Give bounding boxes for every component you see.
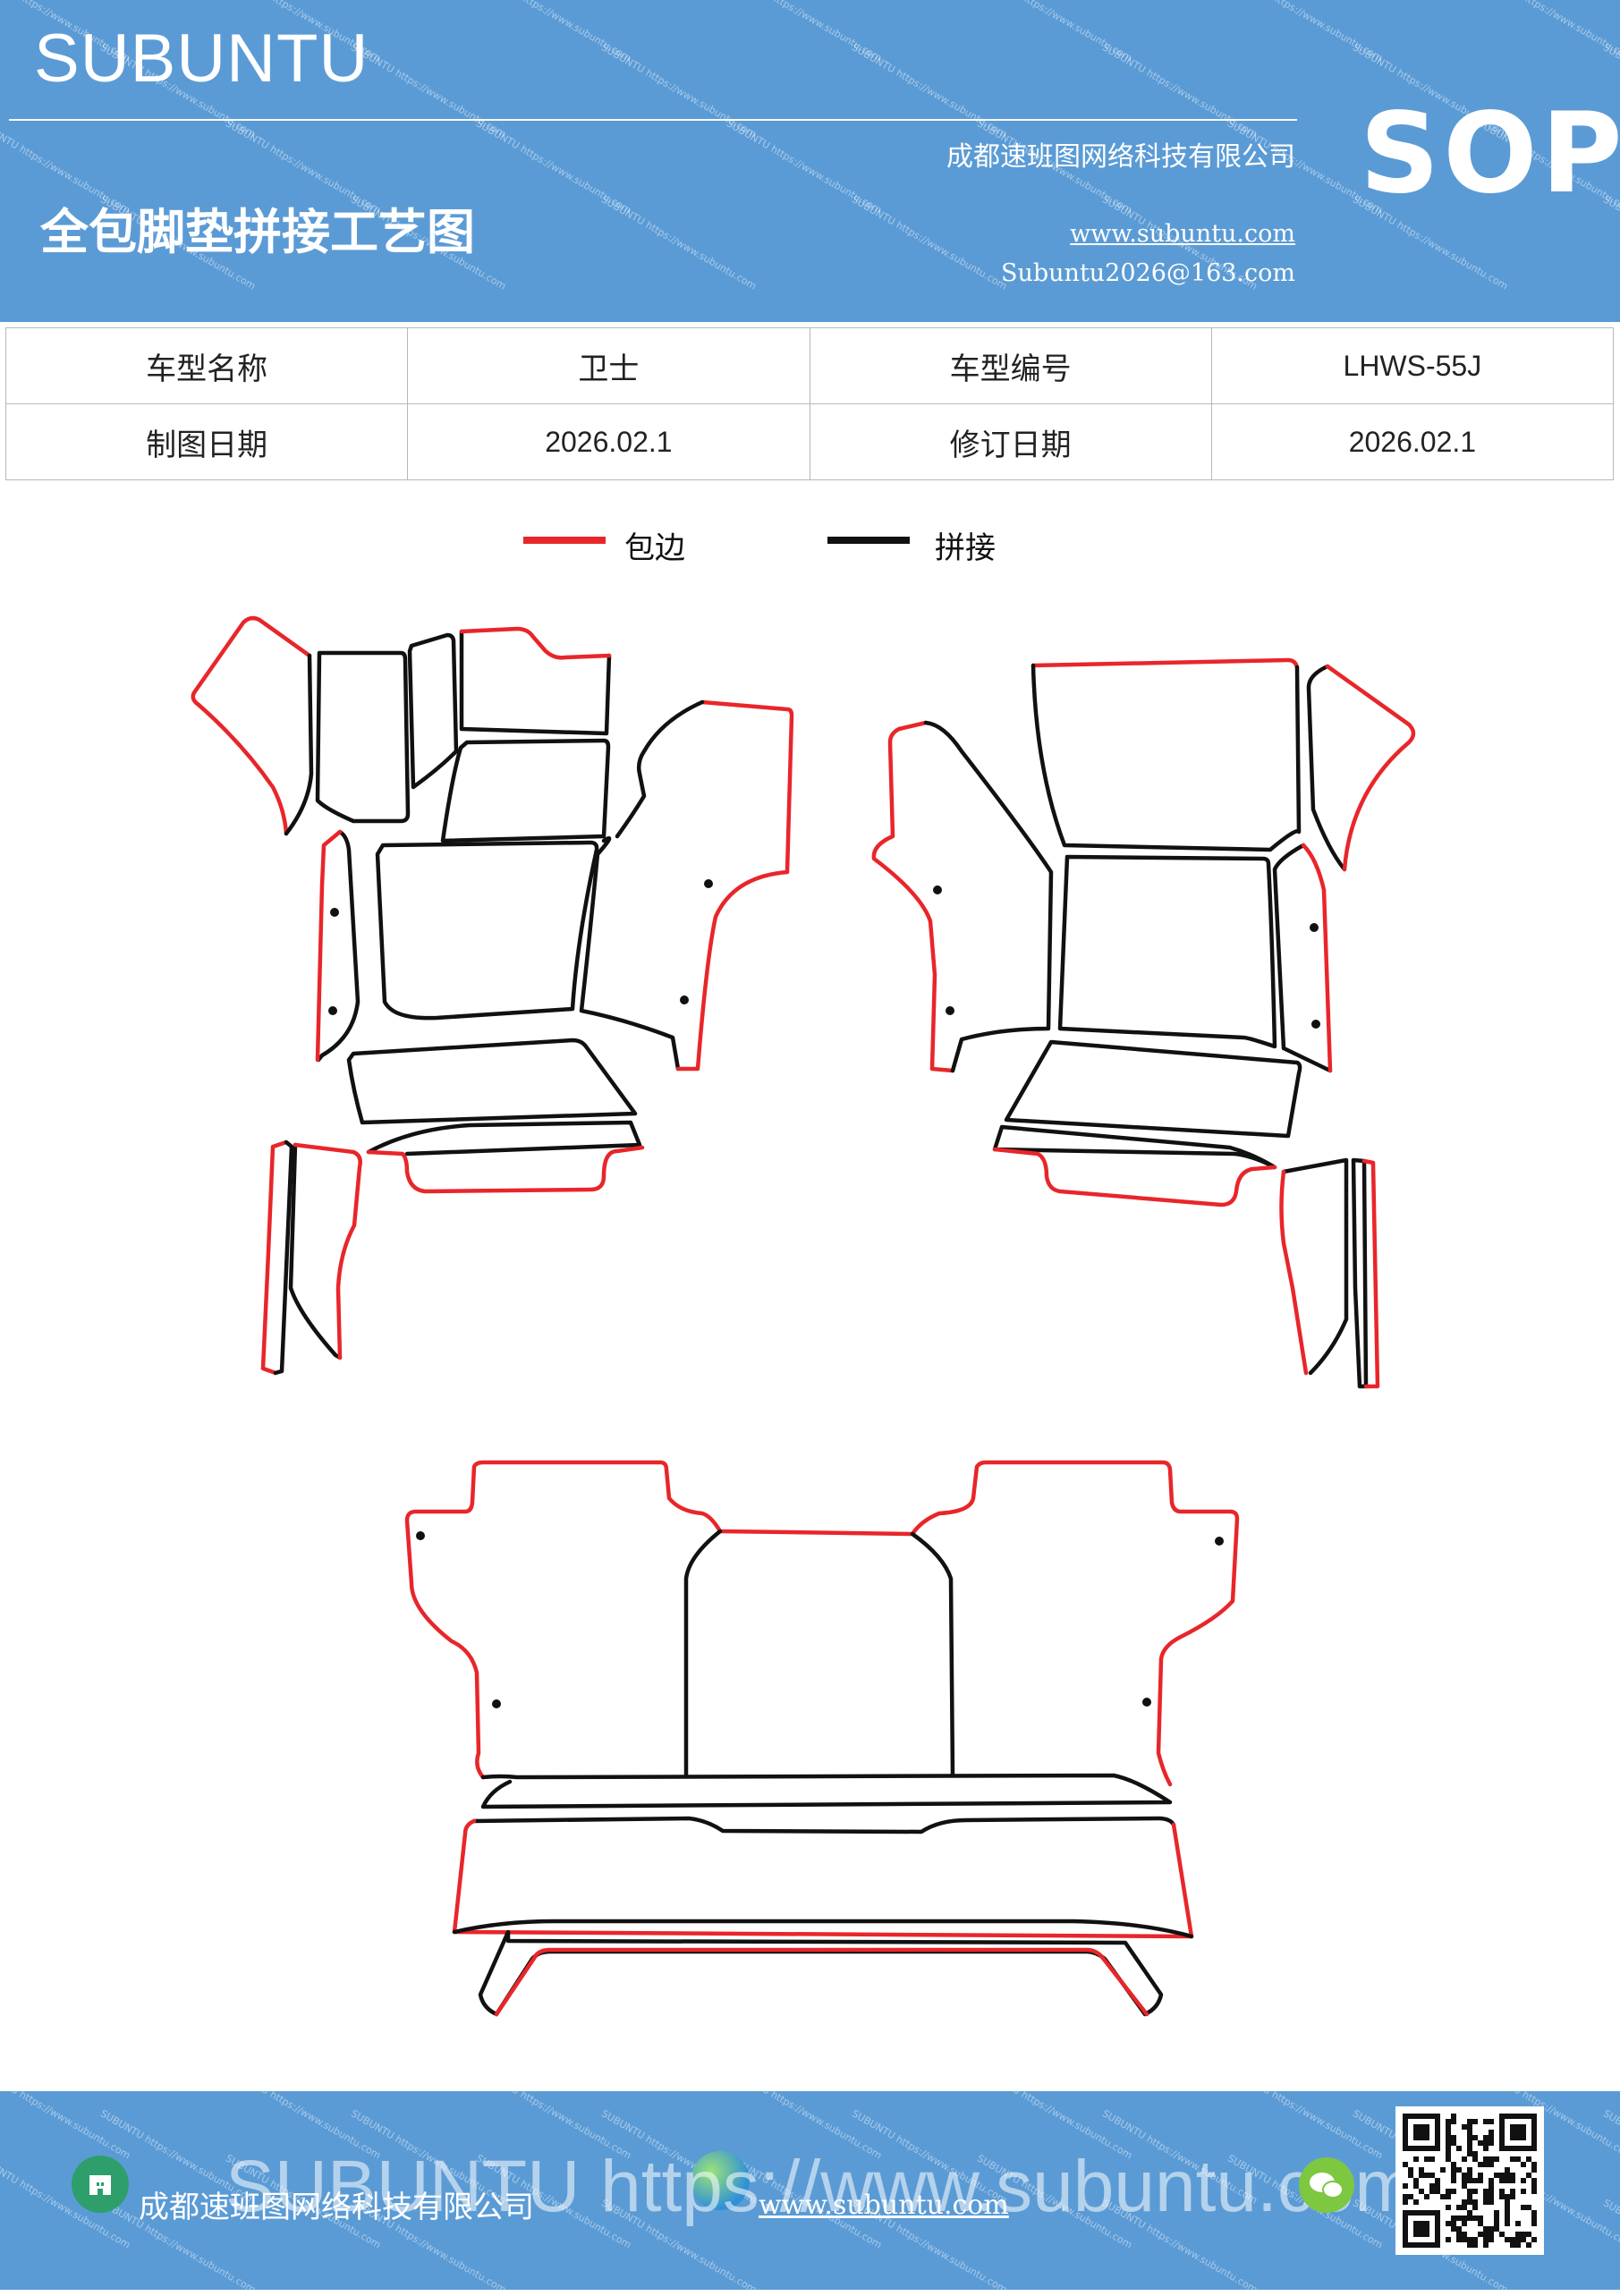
mat-piece [459,626,612,660]
mat-piece [683,1529,723,1778]
rear-mat-group [404,1460,1240,2017]
footer-watermark: SUBUNTU https://www.subuntu.com [225,2146,1416,2227]
mat-piece [273,1140,294,1376]
mat-piece [284,653,314,836]
vehicle-info-table: 车型名称 卫士 车型编号 LHWS-55J 制图日期 2026.02.1 修订日… [4,327,1615,480]
left-mat-group [191,615,794,1376]
table-row: 车型名称 卫士 车型编号 LHWS-55J [4,327,1615,404]
legend-seam: 拼接 [827,523,1024,568]
mat-piece [1004,1039,1302,1139]
mat-piece [346,1038,638,1125]
mat-piece [452,1919,1194,1939]
right-mat-group [871,657,1416,1389]
brand-name: SUBUNTU [34,21,369,97]
document-title: 全包脚垫拼接工艺图 [40,204,475,260]
wechat-icon [1299,2157,1354,2213]
mat-piece [315,650,411,824]
mat-piece [1057,854,1277,1049]
mat-piece [260,1140,289,1376]
header-banner [0,0,1620,322]
mat-piece [1351,1157,1369,1389]
mat-piece [910,1531,955,1778]
footer-website-link[interactable]: www.subuntu.com [759,2190,1009,2221]
mat-piece [191,615,312,836]
footer-company: 成都速班图网络科技有限公司 [139,2190,534,2225]
label-cell: 制图日期 [4,403,409,480]
mat-piece [1279,1169,1309,1376]
mat-piece [1361,1158,1380,1389]
mount-hole [416,1531,425,1540]
mat-piece [579,835,681,1072]
building-icon [72,2156,129,2213]
mount-hole [704,879,713,888]
mat-piece [375,840,599,1021]
mat-piece [1031,663,1302,852]
legend-label: 拼接 [935,530,996,566]
mat-piece [459,629,612,736]
mat-piece [478,1929,1164,2017]
header-divider [9,119,1297,121]
mat-piece [1031,657,1300,670]
mount-hole [680,995,689,1004]
mat-piece [288,1142,343,1360]
label-cell: 修订日期 [809,403,1212,480]
mount-hole [1311,1020,1320,1029]
mat-piece [366,1145,645,1194]
mount-hole [946,1006,954,1015]
mat-piece [871,720,955,1073]
mount-hole [492,1699,501,1708]
contact-email[interactable]: Subuntu2026@163.com [1001,259,1295,287]
mat-piece [316,829,360,1063]
table-row: 制图日期 2026.02.1 修订日期 2026.02.1 [4,403,1615,480]
mat-piece [1301,843,1333,1073]
mat-piece [366,1120,642,1156]
mat-piece [315,829,343,1063]
mat-piece [480,1773,1173,1809]
website-link[interactable]: www.subuntu.com [1070,220,1295,248]
mat-piece [407,632,459,790]
mat-piece [992,1147,1277,1207]
label-cell: 车型编号 [809,327,1212,404]
legend-binding: 包边 [523,523,720,568]
mat-piece [440,738,611,843]
value-cell: 2026.02.1 [1210,403,1615,480]
mat-piece [494,1947,1149,2017]
legend-label: 包边 [624,530,685,566]
value-cell: 卫士 [407,327,810,404]
mat-piece [1306,664,1347,872]
seam-swatch [827,537,910,544]
mount-hole [1215,1537,1224,1546]
mount-hole [328,1006,337,1015]
mat-piece [675,699,794,1072]
mat-piece [1272,843,1333,1073]
value-cell: 2026.02.1 [407,403,810,480]
mat-piece [404,1460,1240,1787]
binding-swatch [523,537,606,544]
mat-piece [471,1816,1176,1834]
label-cell: 车型名称 [4,327,409,404]
mount-hole [933,885,942,894]
mat-piece [293,1142,362,1360]
mat-piece [615,699,705,839]
value-cell: LHWS-55J [1210,327,1615,404]
qr-code [1395,2106,1544,2255]
sop-badge: SOP [1360,89,1620,218]
mat-piece [452,1818,1194,1939]
mat-piece [923,720,1054,1073]
mount-hole [1310,923,1319,932]
mat-piece [1281,1157,1349,1376]
mat-piece [1325,664,1416,872]
company-name: 成都速班图网络科技有限公司 [946,141,1295,173]
mount-hole [1142,1698,1151,1707]
mount-hole [330,908,339,917]
globe-icon [691,2151,750,2210]
